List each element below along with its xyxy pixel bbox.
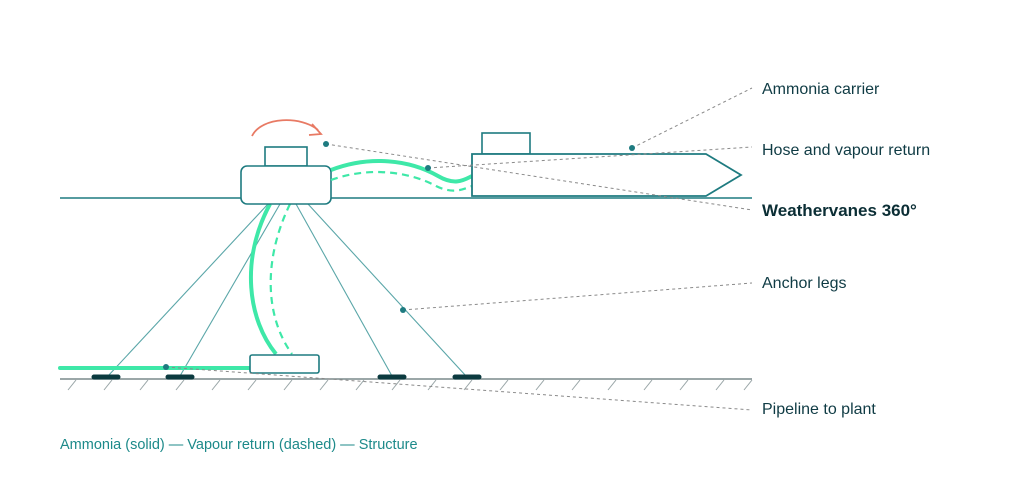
plem-block [249, 354, 320, 374]
label-anchor-legs: Anchor legs [762, 275, 847, 292]
carrier-deckhouse [481, 132, 531, 155]
anchor-legs [107, 203, 467, 377]
label-ammonia-carrier: Ammonia carrier [762, 81, 880, 98]
hose-ammonia [330, 159, 473, 184]
legend: Ammonia (solid) — Vapour return (dashed)… [60, 437, 418, 453]
label-weathervanes: Weathervanes 360° [762, 201, 917, 220]
hose-vapour-return [330, 170, 473, 192]
buoy-turret [264, 146, 308, 167]
riser-ammonia [248, 203, 278, 356]
rotation-arrow-icon [251, 119, 323, 137]
leader-anchor-legs [402, 282, 753, 311]
riser-vapour-return [269, 203, 293, 355]
leader-lines [165, 87, 753, 411]
leader-ammonia-carrier [631, 87, 753, 149]
carrier-hull [471, 153, 743, 197]
buoy-body [240, 165, 332, 205]
leader-hose [427, 146, 753, 169]
leader-pipeline [165, 366, 753, 411]
label-pipeline: Pipeline to plant [762, 401, 876, 418]
label-hose: Hose and vapour return [762, 142, 931, 159]
leader-dots [163, 141, 635, 370]
